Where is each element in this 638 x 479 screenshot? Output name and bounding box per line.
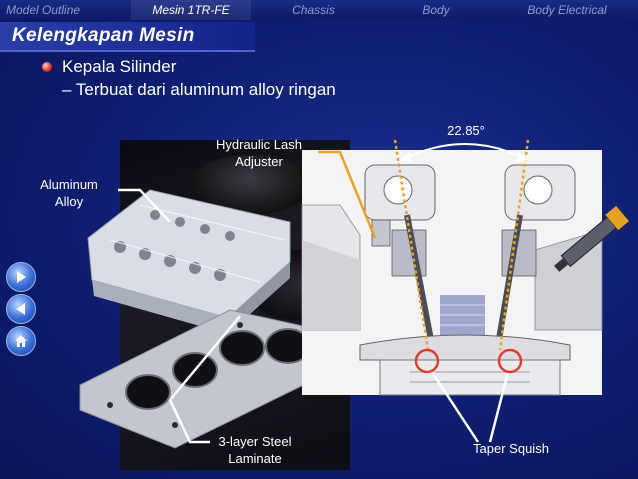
callout-lines (118, 150, 510, 444)
cylinder-head-image (87, 189, 291, 334)
title-bar (0, 22, 255, 52)
head-gasket-image (79, 309, 331, 449)
bullet-main-text: Kepala Silinder (62, 57, 177, 76)
steel-laminate-label: 3-layer Steel Laminate (218, 434, 292, 466)
tab-body[interactable]: Body (422, 3, 450, 17)
tab-mesin-1tr-fe[interactable]: Mesin 1TR-FE (131, 0, 251, 20)
page-title: Kelengkapan Mesin (12, 25, 195, 46)
taper-squish-label: Taper Squish (473, 441, 549, 456)
bullet-icon (42, 62, 52, 72)
hydraulic-lash-adjuster-label: Hydraulic Lash Adjuster (216, 137, 302, 169)
home-button[interactable] (6, 326, 36, 356)
previous-arrow-icon (16, 303, 25, 315)
tab-body-electrical[interactable]: Body Electrical (527, 3, 607, 17)
bullet-main: Kepala Silinder (42, 57, 176, 77)
next-slide-button[interactable] (6, 262, 36, 292)
next-arrow-icon (17, 271, 26, 283)
engine-cross-section (301, 139, 629, 396)
valve-angle-label: 22.85° (447, 123, 485, 138)
top-nav-bar: Model Outline Mesin 1TR-FE Chassis Body … (0, 0, 638, 20)
home-icon (15, 335, 27, 347)
tab-chassis[interactable]: Chassis (292, 3, 335, 17)
previous-slide-button[interactable] (6, 294, 36, 324)
bullet-sub: – Terbuat dari aluminum alloy ringan (62, 80, 336, 99)
aluminum-alloy-label: Aluminum Alloy (40, 177, 98, 209)
tab-model-outline[interactable]: Model Outline (6, 3, 81, 17)
taper-squish-highlights (414, 348, 523, 374)
